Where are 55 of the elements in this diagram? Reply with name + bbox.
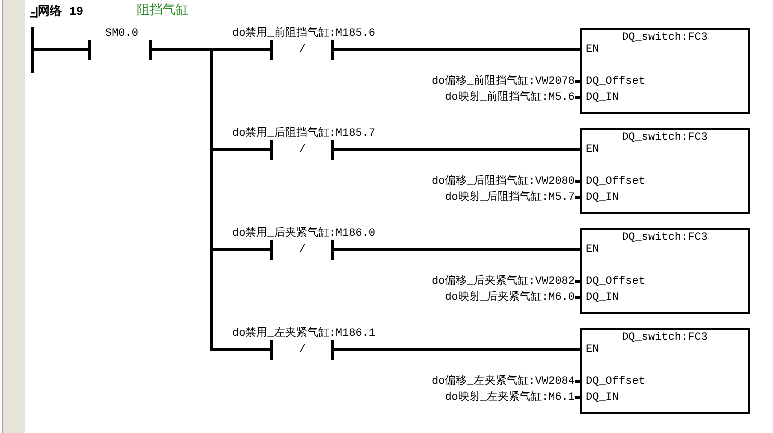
contact-address: do禁用_左夹紧气缸:M186.1 [232,328,376,340]
negation-slash: / [300,344,306,356]
function-block [580,328,750,414]
contact-address: SM0.0 [105,28,138,40]
operand-label: do偏移_后夹紧气缸:VW2082 [432,276,575,288]
contact-address: do禁用_后阻挡气缸:M185.7 [232,128,376,140]
pin-name: DQ_Offset [586,276,646,288]
block-title: DQ_switch:FC3 [622,232,708,244]
operand-label: do偏移_前阻挡气缸:VW2078 [432,76,575,88]
pin-name: DQ_IN [586,292,620,304]
block-title: DQ_switch:FC3 [622,132,708,144]
negation-slash: / [300,44,306,56]
wire [575,196,580,200]
wire [575,96,580,100]
pin-name: DQ_Offset [586,376,646,388]
network-comment: 阻挡气缸 [137,3,189,17]
pin-name: DQ_IN [586,192,620,204]
wire [575,180,580,184]
operand-label: do映射_左夹紧气缸:M6.1 [445,392,575,404]
operand-label: do映射_前阻挡气缸:M5.6 [445,92,575,104]
wire [34,48,80,52]
wire [575,280,580,284]
block-title: DQ_switch:FC3 [622,332,708,344]
wire [164,48,228,352]
power-rail [31,27,34,73]
network-number: 网络 19 [38,5,84,19]
contact-address: do禁用_前阻挡气缸:M185.6 [232,28,376,40]
operand-label: do映射_后阻挡气缸:M5.7 [445,192,575,204]
contact-address: do禁用_后夹紧气缸:M186.0 [232,228,376,240]
wire [380,148,580,152]
operand-label: do偏移_左夹紧气缸:VW2084 [432,376,575,388]
operand-label: do偏移_后阻挡气缸:VW2080 [432,176,575,188]
operand-label: do映射_后夹紧气缸:M6.0 [445,292,575,304]
wire [575,396,580,400]
pin-name: DQ_Offset [586,76,646,88]
pin-name: DQ_IN [586,92,620,104]
block-title: DQ_switch:FC3 [622,32,708,44]
pin-name: EN [586,344,600,356]
pin-name: EN [586,144,600,156]
pin-name: DQ_Offset [586,176,646,188]
pin-name: EN [586,244,600,256]
function-block [580,28,750,114]
function-block [580,128,750,214]
negation-slash: / [300,144,306,156]
wire [380,48,580,52]
pin-name: EN [586,44,600,56]
negation-slash: / [300,244,306,256]
wire [380,248,580,252]
function-block [580,228,750,314]
wire [575,296,580,300]
editor-gutter [2,0,25,433]
wire [575,380,580,384]
pin-name: DQ_IN [586,392,620,404]
wire [575,80,580,84]
wire [380,348,580,352]
